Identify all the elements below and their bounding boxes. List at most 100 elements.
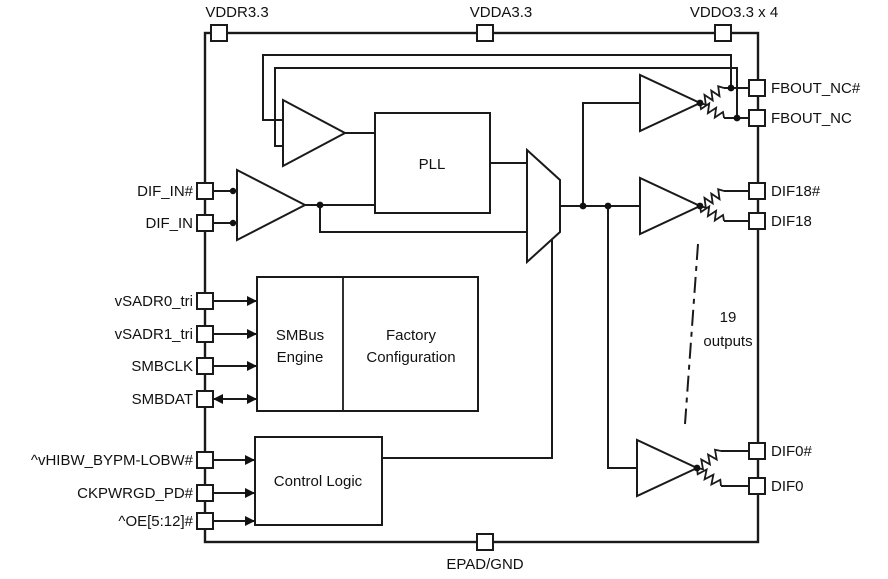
arrow-smbdat-out-icon [213, 394, 223, 404]
junction-dif-in [229, 219, 237, 227]
pin-vddr33 [210, 24, 228, 42]
pin-label-vddo33: VDDO3.3 x 4 [690, 4, 778, 21]
input-buffer-triangle [236, 168, 308, 242]
smbus-label-line2: Engine [277, 349, 324, 366]
resistors [696, 85, 725, 487]
pin-dif-in-n [196, 182, 214, 200]
continuation-dash-line [684, 243, 699, 425]
pin-label-vdda33: VDDA3.3 [470, 4, 533, 21]
pin-hibw-bypm-lobw [196, 451, 214, 469]
junction-dist-up [579, 202, 587, 210]
dif18-buffer-triangle [639, 176, 703, 236]
wire-control-to-mux [382, 240, 553, 459]
junction-feedback-tap-lower [733, 114, 741, 122]
ground-pin-bottom: EPAD/GND [446, 533, 524, 573]
smbus-label-line1: SMBus [276, 327, 324, 344]
control-logic-block: Control Logic [254, 436, 383, 526]
pll-label: PLL [419, 156, 446, 173]
feedback-buffer [282, 98, 348, 168]
dif0-buffer-triangle [636, 438, 700, 498]
dif0-buffer [636, 438, 700, 498]
output-pins-right: FBOUT_NC# FBOUT_NC DIF18# DIF18 DIF0# DI… [748, 79, 861, 495]
smbus-box [256, 276, 479, 412]
junction-dist-down [604, 202, 612, 210]
pin-label-hibw-bypm-lobw: ^vHIBW_BYPM-LOBW# [31, 452, 194, 469]
resistor-fbout [699, 101, 725, 120]
clock-mux [526, 147, 561, 265]
wire-to-fbout-buffer [582, 102, 640, 206]
smbus-block: SMBus Engine Factory Configuration [256, 276, 479, 412]
pin-label-fbout-nc-n: FBOUT_NC# [771, 80, 861, 97]
pll-box [374, 112, 491, 214]
pin-label-dif-in: DIF_IN [145, 215, 193, 232]
pin-smbdat [196, 390, 214, 408]
factory-label-line1: Factory [386, 327, 437, 344]
dif18-buffer [639, 176, 703, 236]
pin-dif0-n [748, 442, 766, 460]
resistor-dif18 [699, 204, 725, 223]
pin-dif18 [748, 212, 766, 230]
pin-vsadr0 [196, 292, 214, 310]
pin-label-dif18-n: DIF18# [771, 183, 821, 200]
pin-fbout-nc-n [748, 79, 766, 97]
pin-label-oe: ^OE[5:12]# [118, 513, 193, 530]
pin-vdda33 [476, 24, 494, 42]
outputs-continuation: 19 outputs [684, 243, 753, 425]
fbout-buffer-triangle [639, 73, 703, 133]
pin-label-dif0-n: DIF0# [771, 443, 813, 460]
pin-label-dif18: DIF18 [771, 213, 812, 230]
arrow-smbclk-icon [247, 361, 257, 371]
mux-shape [526, 147, 561, 265]
pin-label-smbclk: SMBCLK [131, 358, 193, 375]
resistor-dif0-n [696, 448, 722, 471]
feedback-buffer-triangle [282, 98, 348, 168]
control-logic-box [254, 436, 383, 526]
wire-feedback-lower [274, 67, 738, 147]
junction-bypass [316, 201, 324, 209]
arrow-vsadr1-icon [247, 329, 257, 339]
arrow-vsadr0-icon [247, 296, 257, 306]
pin-dif18-n [748, 182, 766, 200]
arrowheads [213, 296, 257, 526]
wire-to-dif0-buffer [607, 206, 637, 469]
junction-dif-in-n [229, 187, 237, 195]
pin-oe [196, 512, 214, 530]
pin-label-vsadr1: vSADR1_tri [115, 326, 193, 343]
pin-dif0 [748, 477, 766, 495]
pin-label-dif0: DIF0 [771, 478, 804, 495]
pin-label-epad-gnd: EPAD/GND [446, 556, 523, 573]
resistor-dif0 [696, 467, 722, 487]
outputs-count-line1: 19 [720, 309, 737, 326]
pin-dif-in [196, 214, 214, 232]
pin-label-fbout-nc: FBOUT_NC [771, 110, 852, 127]
arrow-oe-icon [245, 516, 255, 526]
junction-dots [229, 84, 741, 472]
junction-feedback-tap-upper [727, 84, 735, 92]
arrow-hibw-icon [245, 455, 255, 465]
wires [213, 54, 749, 522]
pin-vddo33 [714, 24, 732, 42]
pin-label-dif-in-n: DIF_IN# [137, 183, 194, 200]
power-pins-top: VDDR3.3 VDDA3.3 VDDO3.3 x 4 [205, 4, 778, 42]
pin-label-smbdat: SMBDAT [132, 391, 193, 408]
pll-block: PLL [374, 112, 491, 214]
pin-label-ckpwrgd-pd: CKPWRGD_PD# [77, 485, 194, 502]
control-logic-label: Control Logic [274, 473, 363, 490]
pin-vsadr1 [196, 325, 214, 343]
wire-bypass-to-mux [319, 205, 527, 233]
input-pins-left: DIF_IN# DIF_IN vSADR0_tri vSADR1_tri SMB… [31, 182, 214, 530]
factory-label-line2: Configuration [366, 349, 455, 366]
resistor-fbout-n [699, 85, 725, 106]
junction-dif0-apex [693, 464, 701, 472]
resistor-dif18-n [699, 188, 725, 209]
pin-epad-gnd [476, 533, 494, 551]
junction-dif18-apex [696, 202, 704, 210]
arrow-smbdat-in-icon [247, 394, 257, 404]
pin-smbclk [196, 357, 214, 375]
input-buffer [236, 168, 308, 242]
fbout-buffer [639, 73, 703, 133]
junction-fbout-apex [696, 99, 704, 107]
pin-ckpwrgd-pd [196, 484, 214, 502]
